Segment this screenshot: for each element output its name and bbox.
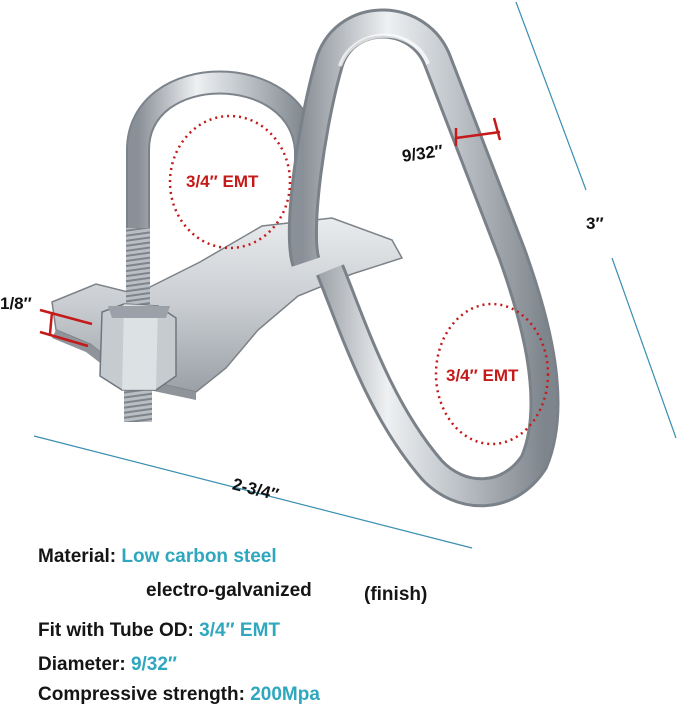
plate-thickness-label: 1/8″ bbox=[0, 294, 32, 313]
upper-loop-label: 3/4″ EMT bbox=[186, 172, 259, 191]
finish-row: electro-galvanized bbox=[146, 580, 312, 602]
strength-row: Compressive strength: 200Mpa bbox=[38, 684, 320, 706]
plate-thickness-marker bbox=[39, 308, 93, 348]
left-thread bbox=[126, 228, 150, 310]
height-dimension-line bbox=[515, 1, 677, 439]
strength-label: Compressive strength: bbox=[38, 684, 245, 705]
strength-value: 200Mpa bbox=[250, 684, 320, 705]
material-value: Low carbon steel bbox=[121, 546, 277, 567]
lower-loop-callout-circle bbox=[434, 302, 550, 446]
bolt-tail-thread bbox=[124, 390, 152, 422]
width-dimension-line bbox=[33, 435, 473, 549]
fit-label: Fit with Tube OD: bbox=[38, 620, 194, 641]
finish-value: electro-galvanized bbox=[146, 580, 312, 601]
material-label: Material: bbox=[38, 546, 117, 567]
lower-loop-label: 3/4″ EMT bbox=[446, 366, 519, 385]
wire-diameter-marker bbox=[454, 117, 502, 146]
height-dimension-label: 3″ bbox=[586, 214, 604, 233]
fit-value: 3/4″ EMT bbox=[199, 620, 281, 641]
finish-note: (finish) bbox=[364, 584, 428, 605]
diameter-value: 9/32″ bbox=[130, 654, 178, 675]
upper-loop-callout-circle bbox=[168, 114, 292, 250]
fit-row: Fit with Tube OD: 3/4″ EMT bbox=[38, 620, 280, 642]
material-row: Material: Low carbon steel bbox=[38, 546, 277, 568]
diameter-label: Diameter: bbox=[38, 654, 126, 675]
diameter-row: Diameter: 9/32″ bbox=[38, 654, 177, 676]
